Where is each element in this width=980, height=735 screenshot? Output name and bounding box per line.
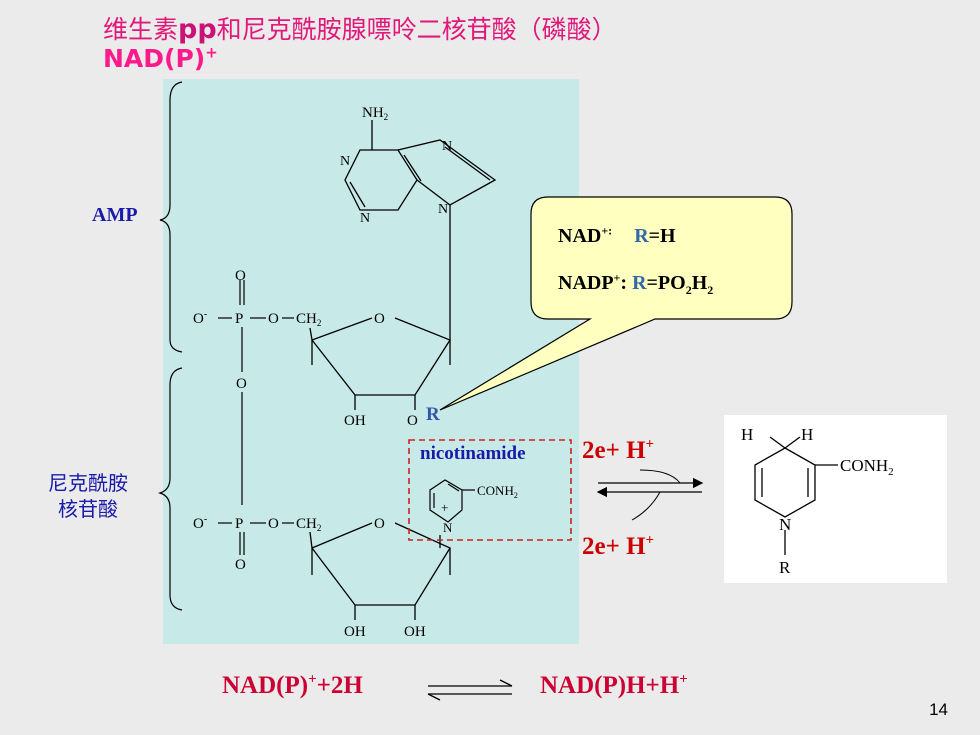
title-text-a: 维生素 (103, 15, 179, 44)
title-text-b: 和尼克酰胺腺嘌呤二核苷酸（磷酸） (216, 15, 617, 44)
nicotinamide-label: nicotinamide (420, 443, 526, 464)
subtitle-sup: + (205, 43, 218, 62)
equation-left: NAD(P)++2H (222, 671, 363, 699)
oh-lower-1: OH (344, 624, 366, 640)
n-label-4: N (438, 202, 448, 217)
conh2-small: CONH2 (477, 483, 518, 500)
page-number: 14 (929, 700, 948, 719)
o-label-2: O (268, 311, 279, 327)
n-label-1: N (340, 154, 350, 169)
p-label-1: P (235, 311, 243, 327)
nicotinamide-ring (429, 479, 475, 523)
o-upper-2: O (407, 413, 418, 429)
ribose-lower (309, 522, 451, 620)
o-label-3: O (236, 376, 247, 392)
callout-row-nadp: NADP+: R=PO2H2 (558, 270, 714, 297)
page-subtitle: NAD(P)+ (103, 44, 218, 73)
amp-brace (159, 81, 183, 353)
product-ring (754, 436, 838, 555)
reaction-top-label: 2e+ H+ (582, 436, 655, 464)
title-text-pp: pp (178, 14, 217, 45)
p-label-2: P (235, 516, 243, 532)
callout-row-nad: NAD+:R=H (558, 223, 676, 247)
nmn-label-line1: 尼克酰胺 (48, 471, 128, 495)
oh-upper: OH (344, 413, 366, 429)
equation-right: NAD(P)H+H+ (540, 671, 688, 699)
o-label-4: O (235, 557, 246, 573)
reaction-bottom-label: 2e+ H+ (582, 532, 655, 560)
ring-o-lower: O (374, 516, 385, 532)
n-label-2: N (360, 211, 370, 226)
r-product: R (779, 558, 791, 577)
callout-bubble (439, 196, 793, 411)
o-label-5: O (268, 516, 279, 532)
o-minus-2: O- (193, 514, 207, 532)
product-structure-panel (724, 415, 947, 583)
oh-lower-2: OH (404, 624, 426, 640)
o-label-1: O (235, 268, 246, 284)
ch2-label-2: CH2 (296, 516, 321, 533)
n-label-3: N (442, 139, 452, 154)
nmn-label-line2: 核苷酸 (58, 497, 118, 521)
h-label-2: H (801, 425, 813, 444)
bottom-curve (631, 491, 661, 521)
conh2-product: CONH2 (840, 456, 894, 478)
ch2-label-1: CH2 (296, 311, 321, 328)
h-label-1: H (741, 425, 753, 444)
adenine-ring (344, 120, 497, 340)
amp-label: AMP (92, 204, 138, 226)
plus-sign: + (441, 500, 448, 515)
ring-o-upper: O (374, 311, 385, 327)
r-group-label: R (426, 404, 440, 425)
ribose-upper (309, 317, 451, 410)
nh2-label: NH2 (362, 105, 388, 122)
top-curve (639, 469, 681, 484)
structure-panel (163, 79, 579, 644)
nicotinamide-box (408, 439, 572, 541)
n-nicotinamide: N (443, 520, 453, 535)
o-minus-1: O- (193, 309, 207, 327)
nmn-label: 尼克酰胺 核苷酸 (48, 470, 128, 522)
subtitle-text: NAD(P) (103, 44, 206, 73)
n-product: N (779, 515, 791, 534)
nmn-brace (157, 367, 183, 611)
page-title: 维生素pp和尼克酰胺腺嘌呤二核苷酸（磷酸） (103, 10, 617, 46)
